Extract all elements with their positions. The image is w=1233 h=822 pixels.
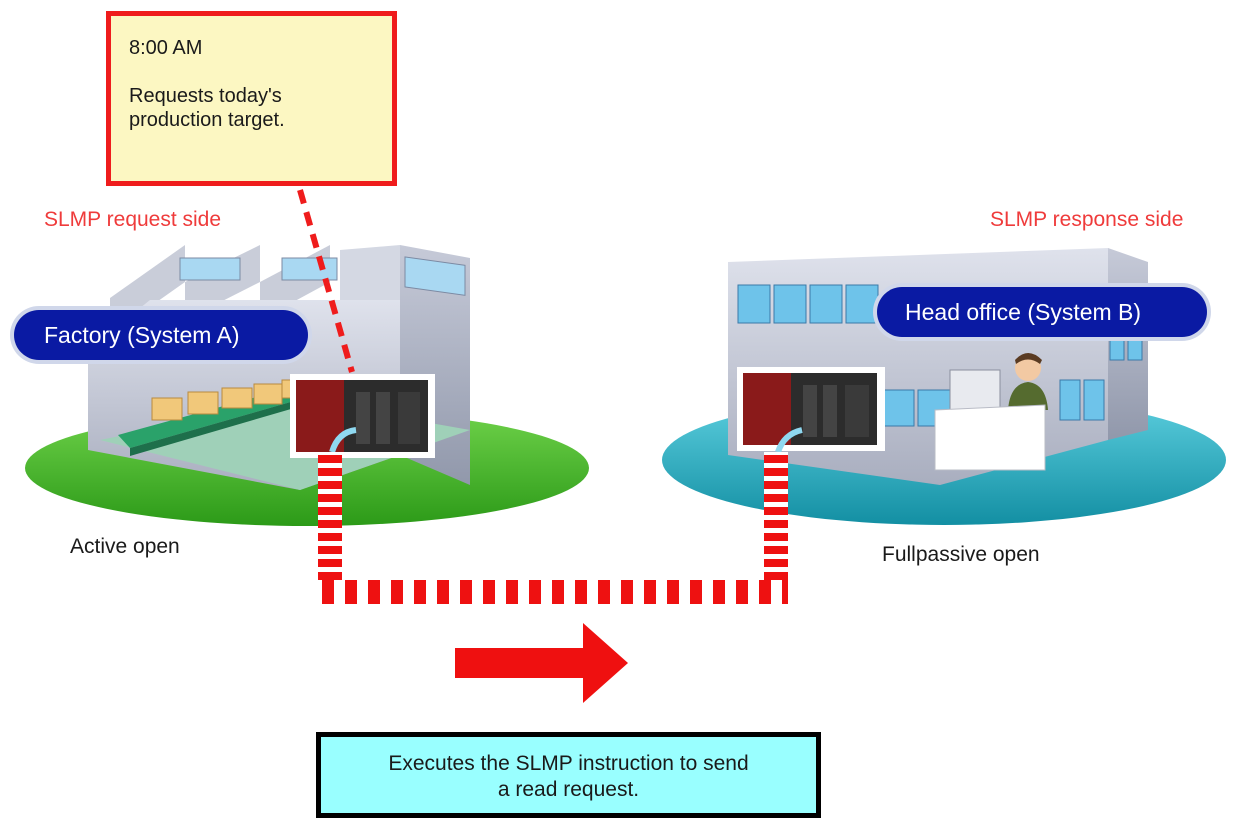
cable-drop-a — [318, 452, 342, 580]
callout-time: 8:00 AM — [129, 37, 203, 59]
active-open-label: Active open — [70, 535, 180, 558]
cable-run — [318, 580, 788, 604]
callout-message: Requests today's production target. — [129, 85, 285, 131]
network-cable — [318, 452, 788, 604]
system-a-name: Factory (System A) — [44, 321, 240, 348]
system-a-label: Factory (System A) — [14, 310, 308, 360]
system-b-name: Head office (System B) — [905, 298, 1142, 325]
cable-drop-b — [764, 452, 788, 580]
fullpassive-open-label: Fullpassive open — [882, 543, 1040, 566]
time-callout: 8:00 AM Requests today's production targ… — [106, 11, 397, 186]
callout-pointer — [297, 189, 355, 373]
response-side-label: SLMP response side — [990, 208, 1184, 231]
plc-unit-a — [290, 374, 435, 458]
request-side-label: SLMP request side — [44, 208, 222, 231]
action-description-box: Executes the SLMP instruction to send a … — [316, 732, 821, 818]
system-b-label: Head office (System B) — [877, 287, 1207, 337]
plc-unit-b — [737, 367, 885, 454]
request-direction-arrow — [455, 623, 628, 703]
factory-illustration — [25, 245, 589, 526]
